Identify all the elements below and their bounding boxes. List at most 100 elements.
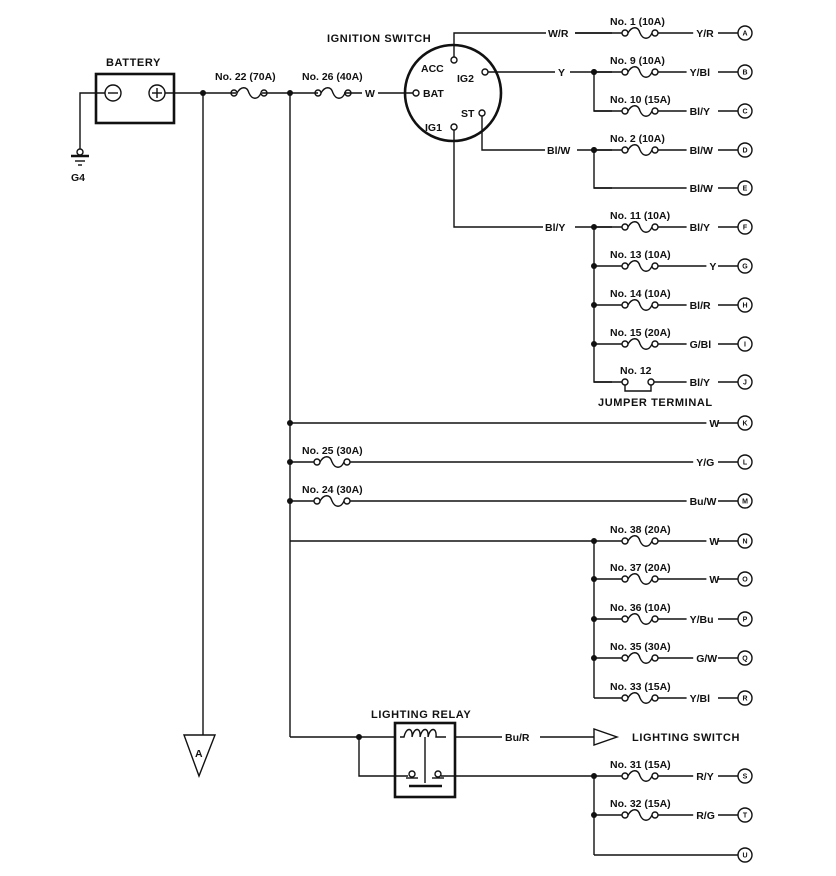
pin-label-st: ST — [461, 108, 475, 120]
fuse-label: No. 32 (15A) — [610, 798, 671, 810]
terminal-letter: Q — [742, 656, 748, 663]
terminal-letter: P — [743, 617, 748, 624]
circuit-row-h: No. 14 (10A) Bl/R H — [591, 288, 753, 313]
battery-label: BATTERY — [106, 57, 161, 69]
wire-color-label: Y/Bl — [690, 67, 711, 79]
terminal-letter: S — [743, 774, 748, 781]
terminal-g: G — [737, 258, 753, 274]
ignition-switch: IGNITION SWITCH ACC IG2 BAT ST IG1 — [327, 33, 503, 143]
jumper-pin — [621, 378, 629, 386]
wire-color-ig2: Y — [558, 67, 565, 79]
wire-color-label: R/Y — [696, 771, 714, 783]
fuse-label: No. 11 (10A) — [610, 210, 670, 222]
offpage-triangle-icon — [182, 734, 217, 778]
terminal-letter: I — [744, 342, 746, 349]
extras — [230, 87, 352, 99]
terminal-m: M — [737, 493, 753, 509]
wire-color-label: Bu/W — [690, 496, 717, 508]
fuse-icon — [621, 338, 659, 350]
terminal-letter: C — [742, 109, 747, 116]
wire-color-label: Y/R — [696, 28, 714, 40]
terminal-letter: O — [742, 577, 748, 584]
fuse-label: No. 9 (10A) — [610, 55, 665, 67]
circuit-row-j: No. 12 JUMPER TERMINAL Bl/Y J — [594, 365, 753, 409]
fuse-icon — [621, 66, 659, 78]
fuse-22: No. 22 (70A) — [215, 71, 276, 83]
relay-coil-icon — [400, 728, 446, 738]
fuse-label: No. 35 (30A) — [610, 641, 671, 653]
ground-g4: G4 — [71, 92, 105, 184]
fuse-label: No. 15 (20A) — [610, 327, 671, 339]
st-wire — [481, 116, 545, 151]
wire-color-relay: Bu/R — [505, 732, 530, 744]
terminal-letter: M — [742, 499, 748, 506]
terminal-letter: J — [743, 380, 747, 387]
fuse-label: No. 24 (30A) — [302, 484, 363, 496]
terminal-letter: L — [743, 460, 748, 467]
fuse-icon — [621, 809, 659, 821]
fuse-label: No. 12 — [620, 365, 652, 377]
fuse-icon — [621, 299, 659, 311]
branch-wire — [593, 150, 612, 189]
wire-color-label: Y — [709, 261, 716, 273]
terminal-f: F — [737, 219, 753, 235]
wire-color-label: Y/Bl — [690, 693, 711, 705]
wire-color-label: W — [709, 536, 719, 548]
fuse-label: No. 10 (15A) — [610, 94, 671, 106]
terminal-p: P — [737, 611, 753, 627]
fuse-label: No. 36 (10A) — [610, 602, 671, 614]
wire-color-label: Bl/Y — [690, 377, 710, 389]
fuse-label: No. 2 (10A) — [610, 133, 665, 145]
pin-ig1 — [450, 123, 458, 131]
pin-label-ig2: IG2 — [457, 73, 474, 85]
battery-positive-icon — [148, 84, 166, 102]
terminal-r: R — [737, 690, 753, 706]
fuse-26: No. 26 (40A) — [302, 71, 363, 83]
terminal-letter: H — [742, 303, 747, 310]
terminal-letter: U — [742, 853, 747, 860]
fuse-icon — [621, 692, 659, 704]
fuse-icon — [621, 573, 659, 585]
relay-box — [393, 721, 457, 799]
pin-acc — [450, 56, 458, 64]
terminal-letter: N — [742, 539, 747, 546]
jumper-terminal-label: JUMPER TERMINAL — [598, 397, 713, 409]
pin-st — [478, 109, 486, 117]
pin-label-bat: BAT — [423, 88, 444, 100]
wire-color-label: W — [709, 574, 719, 586]
fuse-label: No. 33 (15A) — [610, 681, 671, 693]
terminal-u: U — [737, 847, 753, 863]
acc-wire — [453, 32, 546, 57]
relay-contact — [434, 770, 442, 778]
fuse-label: No. 14 (10A) — [610, 288, 671, 300]
terminal-l: L — [737, 454, 753, 470]
fuse-icon — [621, 144, 659, 156]
terminal-t: T — [737, 807, 753, 823]
wire-color-label: Bl/R — [690, 300, 711, 312]
wire-color-label: Y/G — [696, 457, 714, 469]
wire-color-ig1: Bl/Y — [545, 222, 565, 234]
lighting-switch-label: LIGHTING SWITCH — [632, 732, 740, 744]
terminal-letter: R — [742, 696, 747, 703]
fuse-icon — [621, 652, 659, 664]
terminal-letter: B — [742, 70, 747, 77]
fuse-icon — [621, 105, 659, 117]
fuse-icon — [621, 221, 659, 233]
fuse-label: No. 1 (10A) — [610, 16, 665, 28]
terminal-s: S — [737, 768, 753, 784]
lighting-relay-label: LIGHTING RELAY — [371, 709, 471, 721]
pin-bat — [412, 89, 420, 97]
terminal-a: A — [737, 25, 753, 41]
circuit-row-a: No. 1 (10A) Y/R A — [575, 16, 753, 41]
